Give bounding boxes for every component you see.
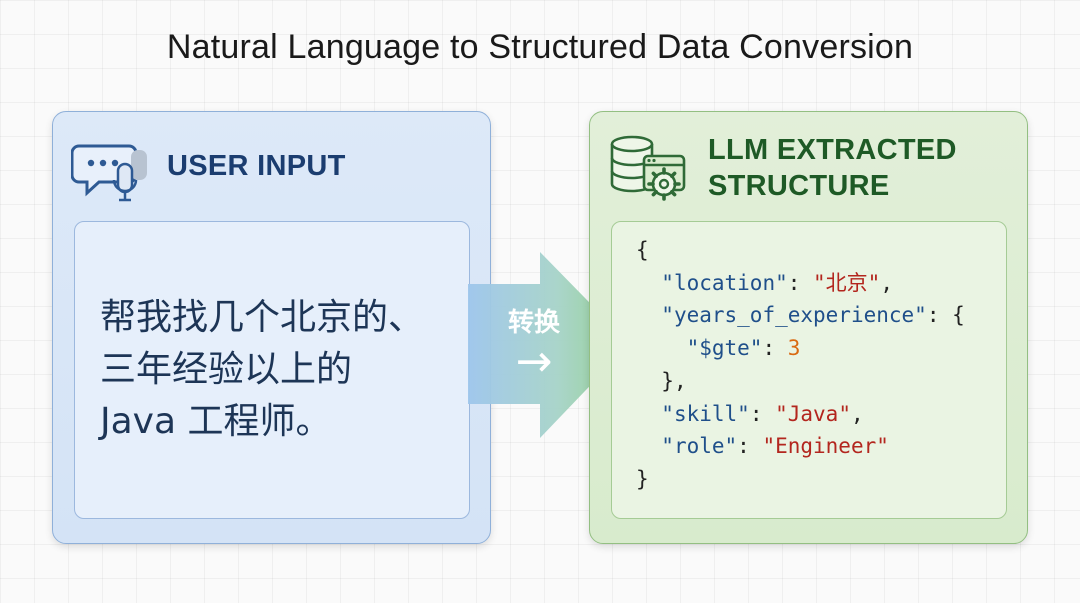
- arrow-label: 转换: [507, 308, 560, 338]
- conversion-arrow: 转换 →: [468, 252, 633, 438]
- json-output-box: { "location": "北京", "years_of_experience…: [611, 221, 1007, 519]
- json-key-skill: "skill": [661, 401, 750, 426]
- query-line-3: Java 工程师。: [100, 401, 332, 442]
- arrow-shape: [468, 252, 630, 438]
- llm-output-heading: LLM EXTRACTED STRUCTURE: [708, 134, 957, 202]
- right-arrow-icon: →: [515, 336, 553, 387]
- llm-output-panel: LLM EXTRACTED STRUCTURE { "location": "北…: [589, 111, 1028, 544]
- json-key-role: "role": [661, 434, 738, 459]
- json-value-gte: 3: [787, 336, 801, 361]
- user-input-heading: USER INPUT: [167, 150, 346, 182]
- user-input-panel: USER INPUT 帮我找几个北京的、 三年经验以上的 Java 工程师。: [52, 111, 491, 544]
- json-open-brace: {: [636, 238, 649, 262]
- json-close-brace: }: [636, 466, 649, 491]
- natural-language-query: 帮我找几个北京的、 三年经验以上的 Java 工程师。: [100, 292, 453, 448]
- json-key-location: "location": [661, 270, 788, 295]
- json-code-block: { "location": "北京", "years_of_experience…: [636, 238, 965, 491]
- json-key-years-of-experience: "years_of_experience": [661, 303, 927, 328]
- page-title: Natural Language to Structured Data Conv…: [166, 28, 914, 66]
- database-gear-icon: [610, 135, 686, 201]
- query-line-1: 帮我找几个北京的、: [100, 297, 425, 338]
- chat-microphone-icon: [71, 144, 147, 202]
- json-value-skill: "Java": [775, 401, 851, 426]
- user-input-text-box: 帮我找几个北京的、 三年经验以上的 Java 工程师。: [74, 221, 470, 519]
- json-value-location: "北京": [813, 270, 881, 295]
- json-key-gte: "$gte": [686, 336, 763, 361]
- json-value-role: "Engineer": [762, 434, 889, 459]
- query-line-2: 三年经验以上的: [100, 349, 353, 390]
